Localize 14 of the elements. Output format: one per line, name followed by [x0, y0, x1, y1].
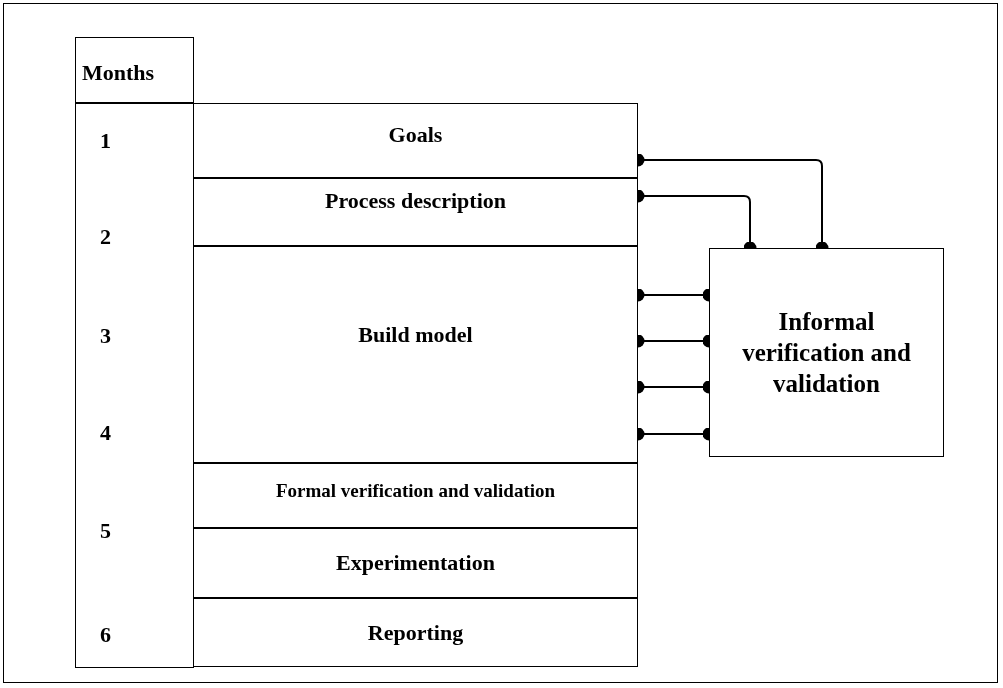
phase-box: Formal verification and validation: [193, 463, 638, 528]
month-number: 1: [100, 128, 111, 154]
process-box: Informal verification and validation: [709, 248, 944, 457]
phase-box: Reporting: [193, 598, 638, 667]
month-number: 4: [100, 420, 111, 446]
phase-box: Process description: [193, 178, 638, 246]
month-number: 3: [100, 323, 111, 349]
phase-box: Build model: [193, 246, 638, 463]
phase-box: Goals: [193, 103, 638, 178]
month-number: 5: [100, 518, 111, 544]
column-header: Months: [82, 60, 155, 86]
month-number: 2: [100, 224, 111, 250]
phase-box: Experimentation: [193, 528, 638, 598]
month-number: 6: [100, 622, 111, 648]
